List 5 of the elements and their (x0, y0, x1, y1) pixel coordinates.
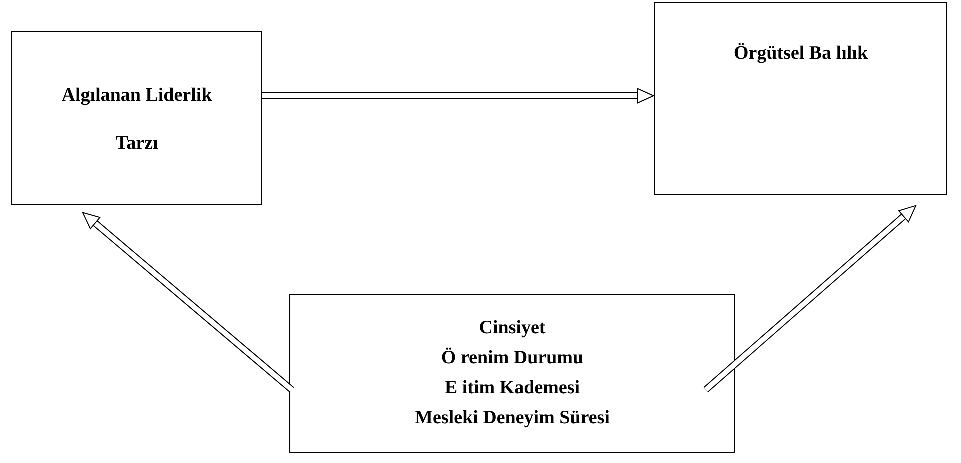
box: Algılanan Liderlik Tarzı (12, 32, 262, 206)
box: Örgütsel Ba lılık (654, 2, 948, 196)
hollow-arrow (82, 212, 294, 393)
hollow-arrow (704, 205, 917, 393)
box: Cinsiyet Ö renim Durumu E itim Kademesi Mesleki Deneyim Süresi (290, 294, 736, 454)
